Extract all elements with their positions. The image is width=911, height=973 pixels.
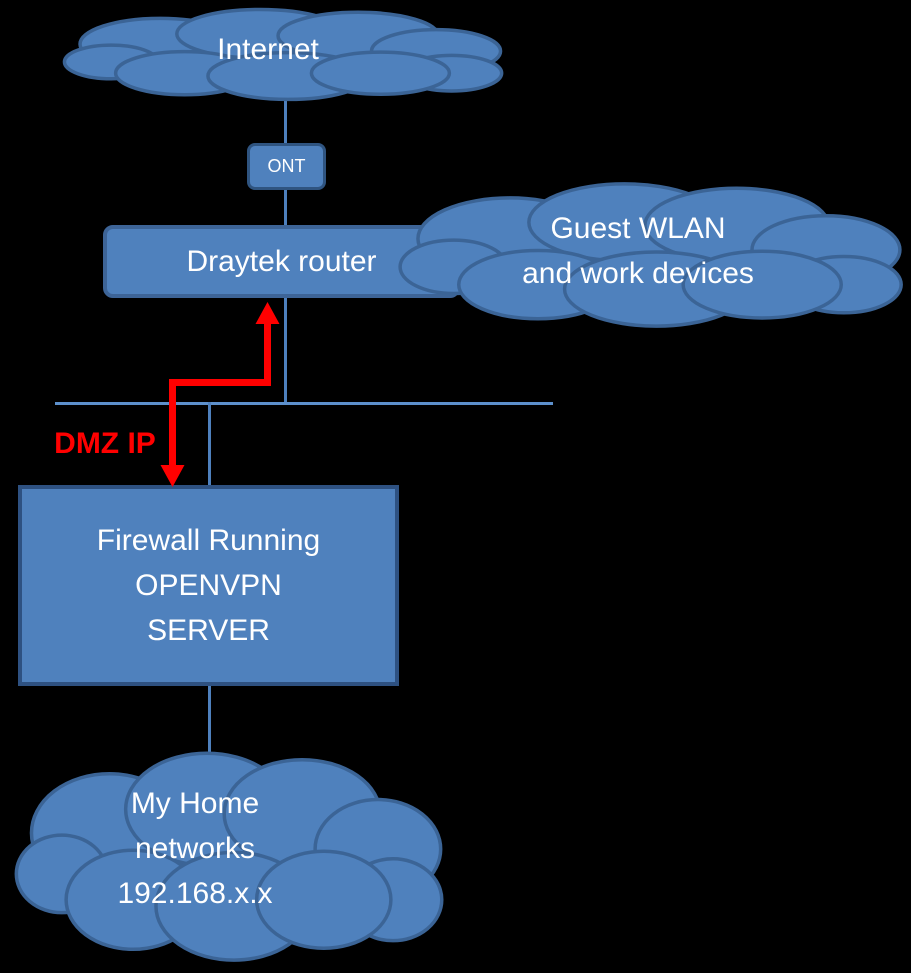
ont-label: ONT [267,156,306,176]
dmz-arrowhead-down [160,465,185,487]
home-label-line2: networks [134,832,256,865]
firewall-box: Firewall Running OPENVPN SERVER [18,485,399,686]
guest-wlan-label-line2: and work devices [522,257,754,290]
home-label-line3: 192.168.x.x [117,877,273,910]
internet-cloud-label: Internet [217,33,319,66]
dmz-arrowhead-up [255,302,280,324]
home-label-line1: My Home [130,787,260,820]
firewall-label-line1: Firewall Running [96,524,321,557]
firewall-label-line3: SERVER [147,614,270,647]
guest-wlan-label-line1: Guest WLAN [550,212,726,245]
draytek-router-label: Draytek router [186,244,377,278]
ont-box: ONT [247,143,326,190]
home-networks-cloud-label: My Home networks 192.168.x.x [45,781,345,916]
dmz-ip-label: DMZ IP [54,427,156,460]
firewall-label-line2: OPENVPN [135,569,282,602]
dmz-arrow-path [169,320,271,468]
guest-wlan-cloud-label: Guest WLAN and work devices [408,206,868,296]
